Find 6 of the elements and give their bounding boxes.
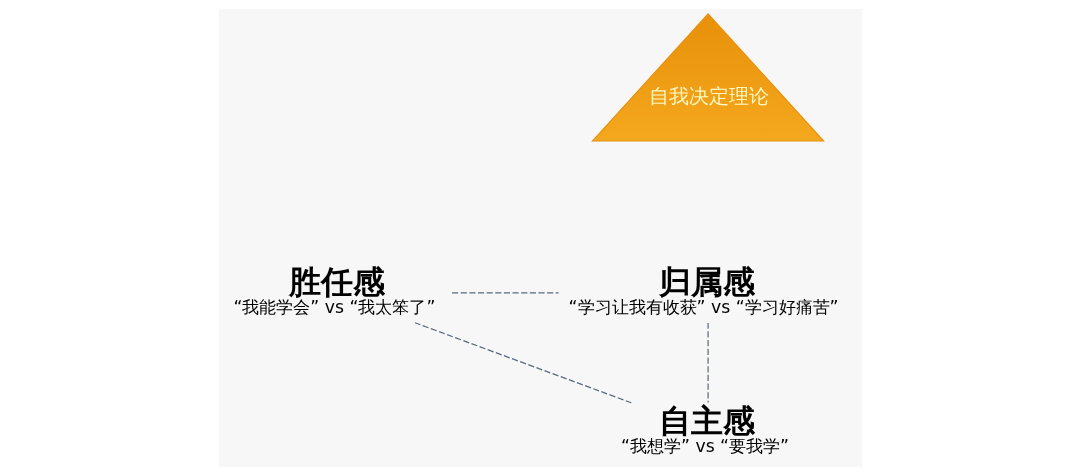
node-text: 归属感 “学习让我有收获” vs “学习好痛苦”: [568, 262, 839, 317]
node-text: 胜任感 “我能学会” vs “我太笨了”: [232, 262, 435, 317]
connector: [706, 321, 709, 403]
connector: [450, 291, 559, 294]
node-text: 自主感 “我想学” vs “要我学”: [620, 401, 789, 456]
connector: [413, 321, 632, 403]
